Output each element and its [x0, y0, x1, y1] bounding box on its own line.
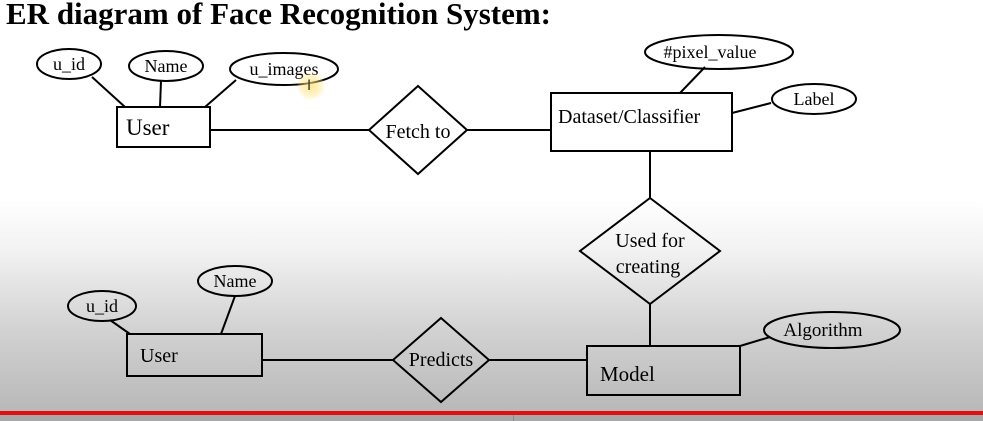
connector-user-name — [159, 80, 162, 108]
connector-user-uid — [91, 76, 126, 108]
attribute-label — [771, 83, 857, 115]
relationship-fetch-to-label: Fetch to — [386, 121, 451, 143]
relationship-used-for-label-2: creating — [616, 256, 680, 278]
text-cursor-icon: I — [307, 78, 312, 94]
attribute-top-uid — [36, 48, 102, 80]
seek-marker[interactable] — [513, 415, 514, 421]
attribute-top-name — [128, 50, 204, 82]
video-controls-strip — [0, 415, 983, 421]
connector-model-algorithm — [739, 336, 771, 347]
connector-user2-uid — [109, 319, 131, 335]
attribute-top-uid-label: u_id — [53, 54, 85, 74]
relationship-used-for — [578, 196, 722, 306]
entity-user-top — [116, 106, 211, 148]
entity-dataset — [550, 92, 733, 152]
attribute-pixel-value-label: #pixel_value — [664, 42, 757, 62]
attribute-top-uimages-label: u_images — [250, 59, 319, 79]
page-title: ER diagram of Face Recognition System: — [6, 0, 551, 31]
connector-dataset-pixel — [679, 66, 706, 94]
attribute-pixel-value — [644, 34, 794, 70]
video-progress-bar[interactable] — [0, 411, 983, 415]
relationship-fetch-to — [367, 84, 469, 176]
attribute-algorithm — [763, 311, 901, 349]
connector-dataset-label — [731, 102, 772, 114]
attribute-bottom-name-label: Name — [214, 271, 257, 291]
entity-user-bottom — [126, 333, 263, 377]
attribute-bottom-name — [197, 265, 273, 297]
attribute-bottom-uid-label: u_id — [86, 296, 118, 316]
connector-user2-name — [220, 295, 236, 335]
relationship-used-for-label-1: Used for — [615, 230, 685, 252]
attribute-top-name-label: Name — [145, 56, 188, 76]
attribute-algorithm-label: Algorithm — [783, 320, 862, 341]
entity-dataset-label: Dataset/Classifier — [558, 106, 701, 128]
attribute-label-label: Label — [794, 89, 835, 109]
entity-model-label: Model — [600, 362, 655, 386]
attribute-top-uimages — [229, 52, 339, 86]
connector-user-uimages — [204, 79, 237, 108]
entity-user-bottom-label: User — [140, 345, 178, 367]
cursor-highlight — [297, 72, 325, 100]
entity-model — [586, 345, 741, 396]
entity-user-top-label: User — [126, 115, 170, 140]
relationship-predicts-label: Predicts — [409, 349, 474, 371]
attribute-bottom-uid — [67, 290, 137, 322]
relationship-predicts — [391, 316, 491, 404]
